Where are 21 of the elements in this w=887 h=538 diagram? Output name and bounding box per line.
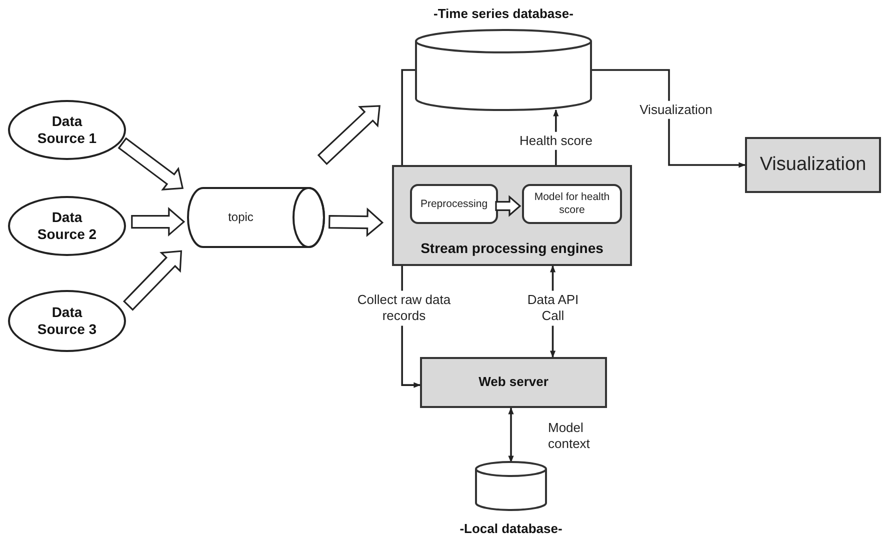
edge-label: Visualization (638, 100, 714, 120)
data-source-ellipse: Data Source 2 (8, 196, 126, 256)
process-box: Web server (420, 357, 607, 408)
data-source-ellipse: Data Source 3 (8, 290, 126, 352)
edge-label: Health score (518, 132, 594, 150)
process-box: Preprocessing (410, 184, 498, 224)
engine-panel: Preprocessing Model for health score Stream processing engines (392, 165, 632, 266)
connector-line (508, 407, 514, 463)
topic-cylinder: topic (188, 187, 324, 248)
process-box: Visualization (745, 137, 881, 193)
connector-line (401, 69, 415, 165)
block-arrow (495, 195, 522, 217)
process-box: Model for health score (522, 184, 622, 224)
block-arrow (122, 250, 182, 311)
data-source-ellipse: Data Source 1 (8, 100, 126, 160)
block-arrow (317, 105, 380, 166)
block-arrow (328, 208, 384, 238)
connector-line (592, 69, 746, 168)
block-arrow (118, 137, 184, 191)
block-arrow (131, 207, 186, 237)
database-cylinder: -Local database- (451, 462, 571, 536)
